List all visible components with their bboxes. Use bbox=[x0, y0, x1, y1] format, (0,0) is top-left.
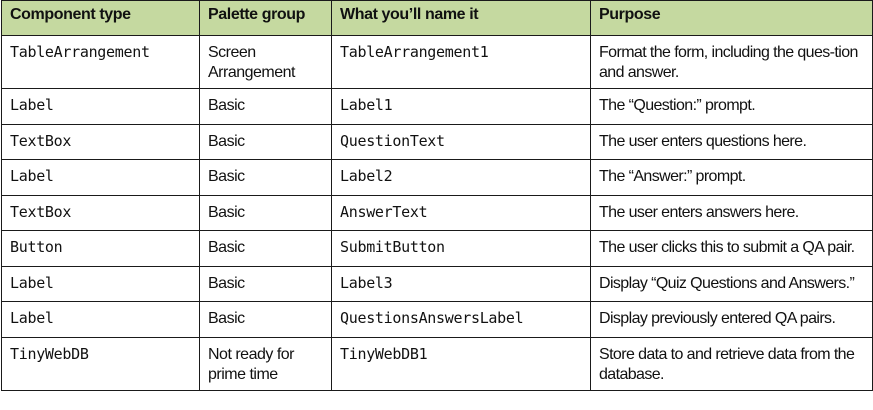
table-body: TableArrangement Screen Arrangement Tabl… bbox=[1, 35, 873, 391]
cell-palette-group: Basic bbox=[199, 123, 332, 160]
table-row: Label Basic Label2 The “Answer:” prompt. bbox=[1, 159, 873, 196]
cell-component-name: TinyWebDB1 bbox=[331, 336, 591, 391]
cell-purpose: The user clicks this to submit a QA pair… bbox=[590, 230, 873, 267]
cell-component-name: SubmitButton bbox=[331, 230, 591, 267]
cell-palette-group: Not ready for prime time bbox=[199, 336, 332, 391]
cell-component-type: Label bbox=[1, 301, 200, 338]
cell-component-name: QuestionText bbox=[331, 123, 591, 160]
cell-palette-group: Basic bbox=[199, 230, 332, 267]
cell-component-type: TableArrangement bbox=[1, 35, 200, 89]
cell-purpose: Format the form, including the ques-tion… bbox=[590, 35, 873, 89]
cell-component-name: Label3 bbox=[331, 265, 591, 302]
cell-palette-group: Basic bbox=[199, 159, 332, 196]
cell-purpose: The user enters answers here. bbox=[590, 194, 873, 231]
cell-purpose: Display “Quiz Questions and Answers.” bbox=[590, 265, 873, 302]
cell-component-type: TextBox bbox=[1, 123, 200, 160]
cell-component-name: AnswerText bbox=[331, 194, 591, 231]
table-header: Component type Palette group What you’ll… bbox=[1, 0, 873, 36]
table-row: TinyWebDB Not ready for prime time TinyW… bbox=[1, 336, 873, 391]
cell-palette-group: Basic bbox=[199, 265, 332, 302]
cell-component-type: TinyWebDB bbox=[1, 336, 200, 391]
cell-component-name: Label2 bbox=[331, 159, 591, 196]
cell-purpose: The “Answer:” prompt. bbox=[590, 159, 873, 196]
cell-purpose: The “Question:” prompt. bbox=[590, 88, 873, 125]
cell-palette-group: Basic bbox=[199, 194, 332, 231]
table-row: Label Basic Label1 The “Question:” promp… bbox=[1, 88, 873, 125]
header-component-type: Component type bbox=[1, 0, 200, 36]
cell-component-type: Label bbox=[1, 88, 200, 125]
header-palette-group: Palette group bbox=[199, 0, 332, 36]
cell-component-name: Label1 bbox=[331, 88, 591, 125]
cell-component-type: Button bbox=[1, 230, 200, 267]
cell-palette-group: Basic bbox=[199, 301, 332, 338]
cell-purpose: Store data to and retrieve data from the… bbox=[590, 336, 873, 391]
cell-component-name: QuestionsAnswersLabel bbox=[331, 301, 591, 338]
cell-palette-group: Basic bbox=[199, 88, 332, 125]
cell-purpose: The user enters questions here. bbox=[590, 123, 873, 160]
cell-component-type: Label bbox=[1, 159, 200, 196]
table-row: TableArrangement Screen Arrangement Tabl… bbox=[1, 35, 873, 89]
header-row: Component type Palette group What you’ll… bbox=[1, 0, 873, 36]
table-row: Button Basic SubmitButton The user click… bbox=[1, 230, 873, 267]
cell-palette-group: Screen Arrangement bbox=[199, 35, 332, 89]
header-name: What you’ll name it bbox=[331, 0, 591, 36]
cell-component-type: TextBox bbox=[1, 194, 200, 231]
cell-purpose: Display previously entered QA pairs. bbox=[590, 301, 873, 338]
table-row: TextBox Basic QuestionText The user ente… bbox=[1, 123, 873, 160]
table-row: Label Basic QuestionsAnswersLabel Displa… bbox=[1, 301, 873, 338]
components-table: Component type Palette group What you’ll… bbox=[1, 0, 873, 391]
cell-component-type: Label bbox=[1, 265, 200, 302]
table-row: TextBox Basic AnswerText The user enters… bbox=[1, 194, 873, 231]
table-row: Label Basic Label3 Display “Quiz Questio… bbox=[1, 265, 873, 302]
cell-component-name: TableArrangement1 bbox=[331, 35, 591, 89]
header-purpose: Purpose bbox=[590, 0, 873, 36]
